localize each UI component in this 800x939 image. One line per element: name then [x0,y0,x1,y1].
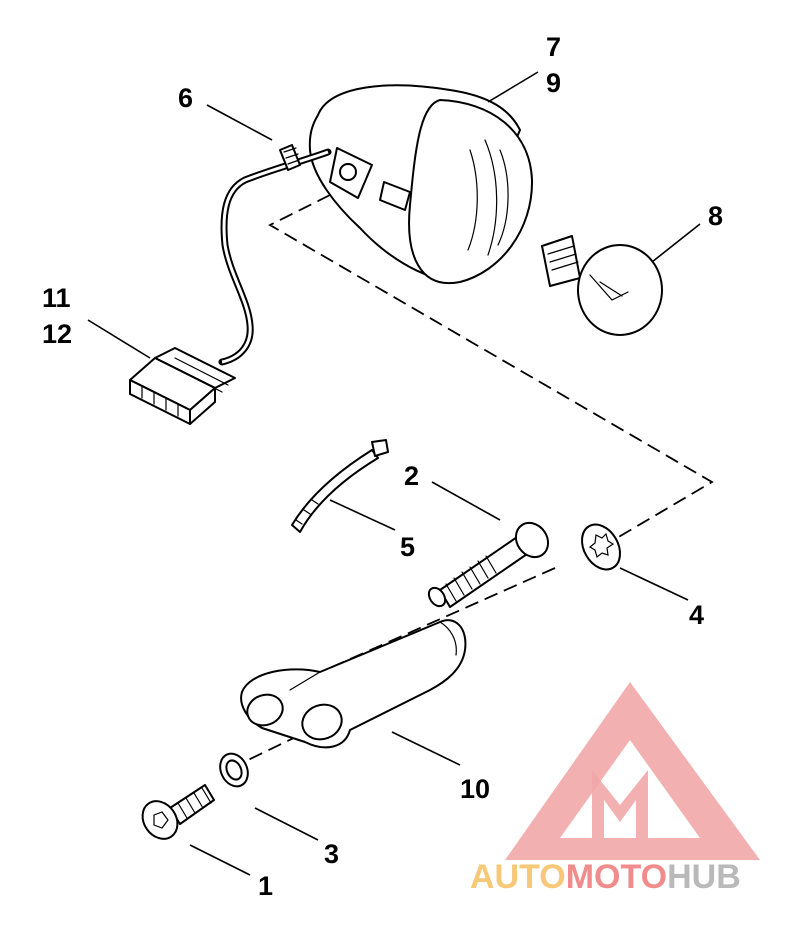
bulb [541,235,663,336]
small-washer [219,752,249,788]
watermark-hub: HUB [667,858,741,896]
callout-9: 9 [546,68,561,98]
callout-numbers: 1 2 3 4 5 6 7 8 9 10 11 12 [42,32,723,901]
lamp-housing [308,84,534,285]
watermark-text: AUTOMOTOHUB [470,858,741,896]
callout-12: 12 [42,319,72,349]
callout-2: 2 [404,461,419,491]
wire-harness [218,144,332,366]
cable-tie [291,439,389,533]
callout-10: 10 [460,774,490,804]
callout-5: 5 [400,532,415,562]
assembly-dashed-line [247,194,714,761]
watermark-logo: AUTOMOTOHUB [470,682,760,896]
watermark-triangle [505,682,760,860]
callout-4: 4 [689,600,704,630]
callout-11: 11 [42,283,71,313]
callout-7: 7 [546,32,561,62]
callout-6: 6 [178,83,193,113]
long-bolt [427,521,550,608]
watermark-moto: MOTO [566,858,667,896]
socket-screw [141,784,215,840]
wire-connector [129,347,236,425]
mounting-arm [240,619,467,749]
leader-lines [87,71,701,876]
callout-3: 3 [324,839,339,869]
callout-1: 1 [258,871,273,901]
watermark-m-shape [592,770,648,838]
star-washer [581,523,621,571]
watermark-auto: AUTO [470,858,566,896]
callout-8: 8 [708,201,723,231]
